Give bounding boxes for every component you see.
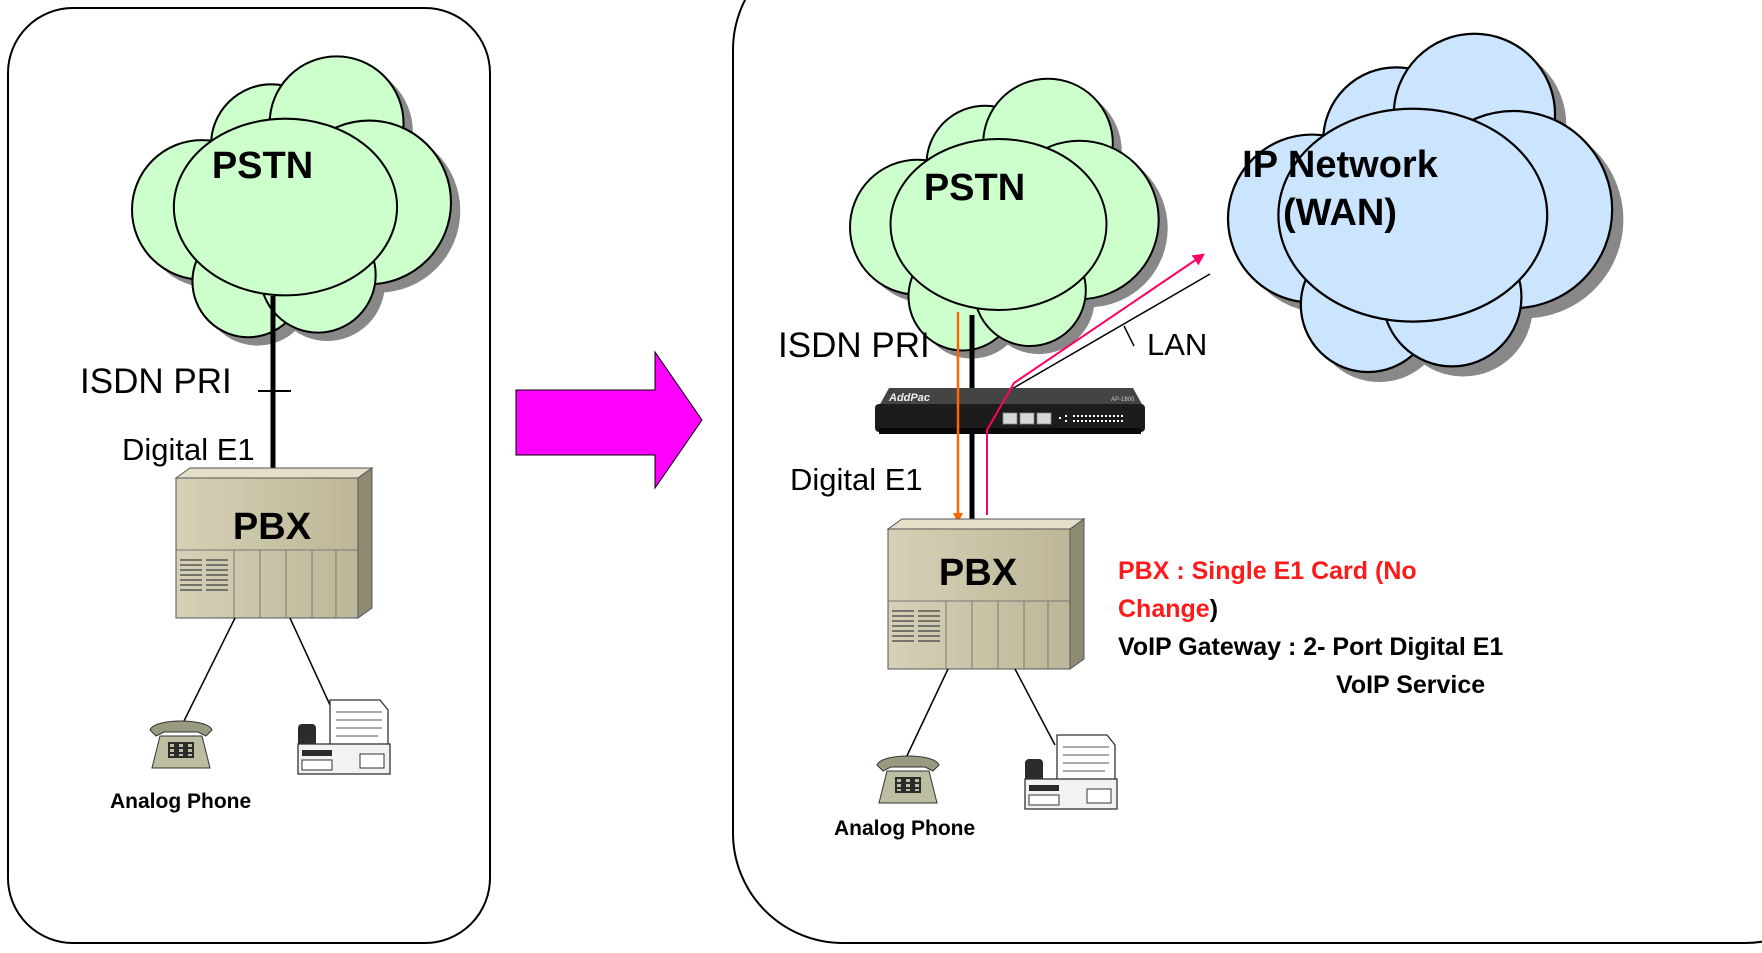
left-phone-icon — [149, 720, 213, 769]
right-pbx — [886, 518, 1086, 670]
gateway-model: AP-1800 — [1111, 397, 1135, 403]
left-fax-line — [289, 617, 331, 706]
right-panel-frame — [732, 0, 1762, 944]
left-fax-icon — [297, 699, 391, 775]
left-pstn-label: PSTN — [211, 145, 314, 187]
right-phone-line — [904, 668, 949, 761]
ip-network-label-line1: IP Network — [1242, 144, 1438, 186]
gateway-brand: AddPac — [888, 392, 930, 404]
right-e1-label: Digital E1 — [790, 462, 923, 497]
note-line-4: VoIP Service — [1336, 671, 1486, 699]
transition-arrow — [515, 350, 703, 490]
voip-gateway: AddPac AP-1800 — [875, 388, 1145, 434]
right-pstn-label: PSTN — [923, 167, 1026, 209]
left-phone-line — [181, 617, 236, 726]
lan-tick — [1123, 325, 1135, 347]
right-pstn-cloud — [849, 77, 1168, 359]
right-fax-icon — [1024, 734, 1118, 810]
lan-label: LAN — [1147, 327, 1208, 362]
left-panel-frame — [7, 7, 491, 944]
right-phone-icon — [876, 755, 940, 804]
right-isdn-label: ISDN PRI — [778, 326, 930, 365]
voip-call-path — [986, 253, 1205, 515]
left-pstn-cloud — [130, 55, 461, 346]
left-isdn-label: ISDN PRI — [80, 362, 232, 401]
ip-network-label-line2: (WAN) — [1283, 192, 1397, 234]
left-phone-label: Analog Phone — [110, 790, 252, 813]
note-line-3: VoIP Gateway : 2- Port Digital E1 — [1118, 633, 1504, 661]
right-phone-label: Analog Phone — [834, 817, 976, 840]
left-pbx-label: PBX — [232, 506, 312, 548]
left-pbx — [174, 467, 374, 619]
right-pbx-label: PBX — [938, 552, 1018, 594]
note-line-2: Change) — [1118, 590, 1503, 628]
right-fax-line — [1014, 668, 1056, 746]
left-e1-label: Digital E1 — [122, 432, 255, 467]
note-line-2-red: Change — [1118, 595, 1210, 623]
note-line-2-black: ) — [1209, 595, 1219, 623]
note-line-1: PBX : Single E1 Card (No — [1118, 557, 1417, 585]
config-note: PBX : Single E1 Card (No Change) VoIP Ga… — [1118, 552, 1503, 704]
